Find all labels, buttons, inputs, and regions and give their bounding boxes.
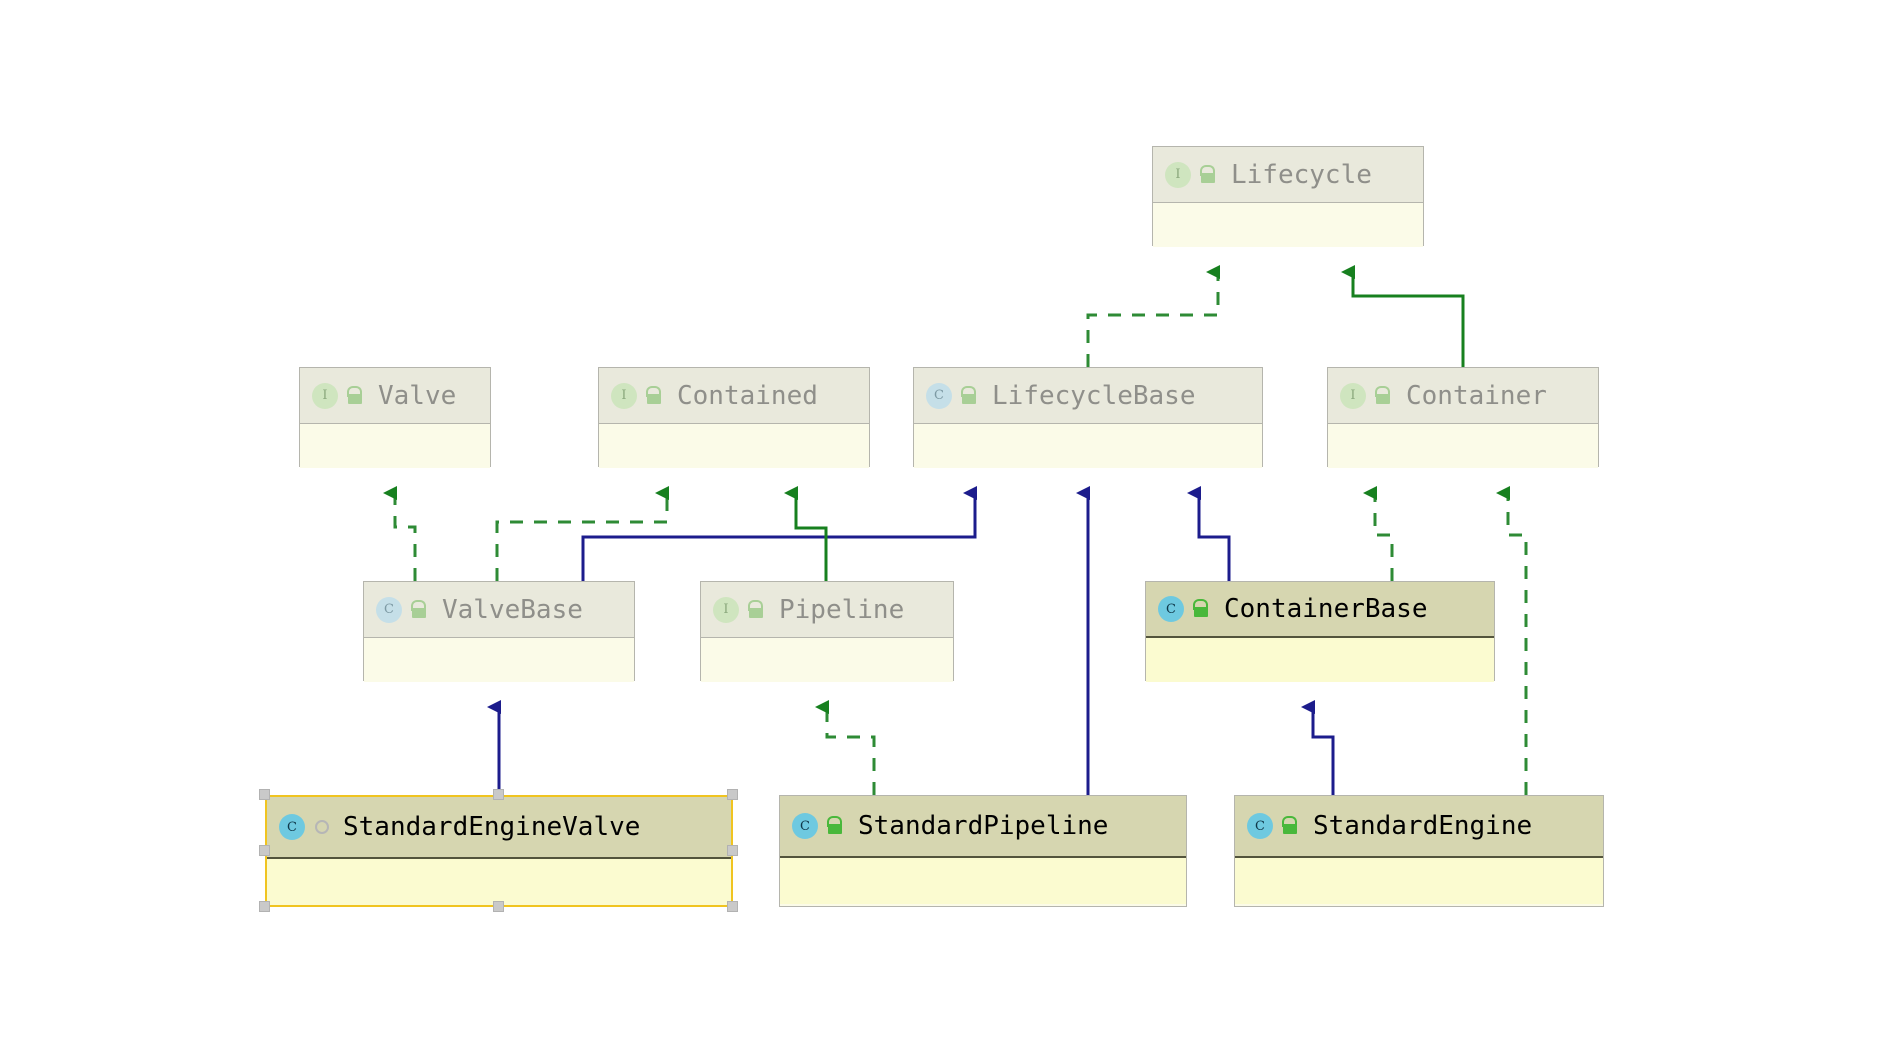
edge-valvebase-implements-valve[interactable] [383, 486, 417, 581]
selection-handle-top-center[interactable] [493, 789, 504, 800]
edge-containerbase-implements-container[interactable] [1363, 486, 1394, 581]
class-node-label: StandardEngine [1313, 811, 1533, 841]
selection-handle-bottom-right[interactable] [727, 901, 738, 912]
interface-icon: I [312, 382, 338, 409]
unlocked-icon [745, 599, 765, 621]
class-node-standardenginevalve[interactable]: C StandardEngineValve [265, 795, 733, 907]
selection-handle-middle-right[interactable] [727, 845, 738, 856]
edge-standardengine-extends-containerbase[interactable] [1301, 700, 1335, 795]
class-node-label: LifecycleBase [992, 380, 1196, 411]
class-node-lifecyclebase[interactable]: C LifecycleBase [913, 367, 1263, 468]
edge-pipeline-extends-contained[interactable] [784, 486, 828, 581]
interface-icon: I [611, 382, 637, 409]
class-node-members [599, 424, 869, 468]
edge-valvebase-extends-lifecyclebase[interactable] [581, 486, 977, 581]
class-node-members [1146, 638, 1494, 682]
class-node-pipeline[interactable]: I Pipeline [700, 581, 954, 682]
class-node-label: Lifecycle [1231, 159, 1372, 190]
selection-handle-top-left[interactable] [259, 789, 270, 800]
interface-icon: I [713, 596, 739, 623]
class-node-containerbase[interactable]: C ContainerBase [1145, 581, 1495, 682]
selection-handle-top-right[interactable] [727, 789, 738, 800]
class-icon: C [279, 814, 305, 840]
class-node-header: C StandardEngineValve [267, 797, 731, 859]
class-node-label: Pipeline [779, 594, 905, 625]
class-node-header: I Valve [300, 368, 490, 424]
class-node-members [914, 424, 1262, 468]
class-node-label: Contained [677, 380, 818, 411]
class-node-label: StandardEngineValve [343, 812, 641, 842]
selection-handle-middle-left[interactable] [259, 845, 270, 856]
class-node-valve[interactable]: I Valve [299, 367, 491, 468]
class-node-container[interactable]: I Container [1327, 367, 1599, 468]
class-node-header: C StandardEngine [1235, 796, 1603, 858]
class-node-header: I Lifecycle [1153, 147, 1423, 203]
unlocked-icon [1372, 385, 1392, 407]
class-node-members [1235, 858, 1603, 904]
class-node-standardpipeline[interactable]: C StandardPipeline [779, 795, 1187, 907]
edge-containerbase-extends-lifecyclebase[interactable] [1187, 486, 1231, 581]
class-icon: C [376, 596, 402, 623]
class-node-contained[interactable]: I Contained [598, 367, 870, 468]
package-private-icon [315, 820, 329, 834]
class-node-lifecycle[interactable]: I Lifecycle [1152, 146, 1424, 247]
unlocked-icon [1190, 598, 1210, 620]
class-icon: C [926, 382, 952, 409]
class-node-standardengine[interactable]: C StandardEngine [1234, 795, 1604, 907]
class-node-members [1328, 424, 1598, 468]
edge-standardpipeline-implements-pipeline[interactable] [815, 700, 876, 795]
class-node-members [300, 424, 490, 468]
selection-handle-bottom-center[interactable] [493, 901, 504, 912]
edge-container-extends-lifecycle[interactable] [1341, 265, 1465, 367]
class-node-label: Container [1406, 380, 1547, 411]
class-node-label: Valve [378, 380, 457, 411]
class-node-valvebase[interactable]: C ValveBase [363, 581, 635, 682]
class-node-label: ContainerBase [1224, 594, 1428, 624]
class-node-label: StandardPipeline [858, 811, 1109, 841]
class-node-label: ValveBase [442, 594, 583, 625]
class-node-members [1153, 203, 1423, 247]
class-node-members [364, 638, 634, 682]
class-node-members [701, 638, 953, 682]
unlocked-icon [344, 385, 364, 407]
class-node-header: C StandardPipeline [780, 796, 1186, 858]
class-node-header: I Contained [599, 368, 869, 424]
class-node-header: C ContainerBase [1146, 582, 1494, 638]
edge-valvebase-implements-contained[interactable] [495, 486, 669, 581]
unlocked-icon [958, 385, 978, 407]
class-node-members [780, 858, 1186, 904]
class-node-header: C ValveBase [364, 582, 634, 638]
unlocked-icon [408, 599, 428, 621]
edge-standardengine-implements-container[interactable] [1496, 486, 1528, 795]
class-node-header: C LifecycleBase [914, 368, 1262, 424]
unlocked-icon [643, 385, 663, 407]
unlocked-icon [1197, 164, 1217, 186]
interface-icon: I [1340, 382, 1366, 409]
class-node-header: I Container [1328, 368, 1598, 424]
class-icon: C [1247, 813, 1273, 839]
unlocked-icon [824, 815, 844, 837]
unlocked-icon [1279, 815, 1299, 837]
class-icon: C [792, 813, 818, 839]
edge-lifecyclebase-implements-lifecycle[interactable] [1086, 265, 1220, 367]
selection-handle-bottom-left[interactable] [259, 901, 270, 912]
class-node-members [267, 859, 731, 905]
class-icon: C [1158, 596, 1184, 622]
class-node-header: I Pipeline [701, 582, 953, 638]
interface-icon: I [1165, 161, 1191, 188]
